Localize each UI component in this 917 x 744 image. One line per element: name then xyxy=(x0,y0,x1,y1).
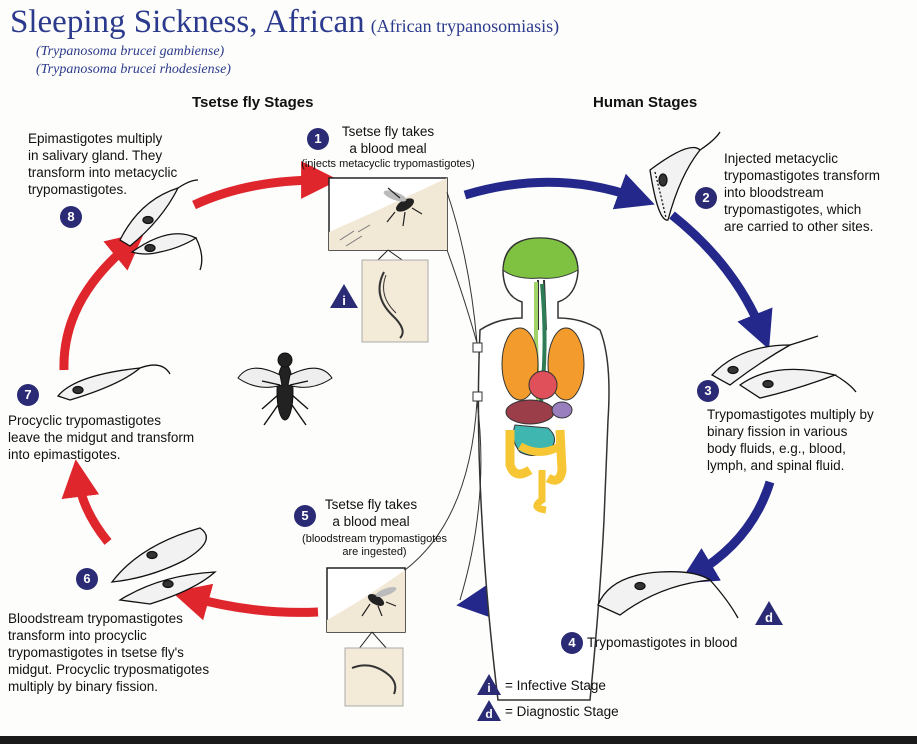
step-1-text: Tsetse fly takes a blood meal xyxy=(341,124,435,156)
arrow-2-to-3 xyxy=(669,211,773,350)
species-gambiense: (Trypanosoma brucei gambiense) xyxy=(36,44,225,59)
step-5-badge: 5 xyxy=(294,505,316,527)
legend-infective-label: = Infective Stage xyxy=(505,678,606,693)
infective-marker-letter: i xyxy=(342,293,346,308)
arrow-7-to-8 xyxy=(59,231,145,371)
legend-diagnostic-letter: d xyxy=(485,707,492,721)
legend-diagnostic-icon: d xyxy=(477,700,501,721)
step-5-feeding-illustration xyxy=(326,567,406,633)
arrow-3-to-4 xyxy=(678,480,775,584)
step-1-feeding-illustration xyxy=(328,177,448,251)
legend-infective-letter: i xyxy=(487,681,490,695)
tsetse-fly-illustration xyxy=(237,352,333,426)
legend-diagnostic-label: = Diagnostic Stage xyxy=(505,704,619,719)
human-body-illustration xyxy=(404,191,610,701)
human-stages-heading: Human Stages xyxy=(593,94,698,111)
step-5-note: (bloodstream trypomastigotes are ingeste… xyxy=(302,533,447,558)
infective-stage-marker: i xyxy=(330,284,358,308)
title-subtitle: (African trypanosomiasis) xyxy=(370,16,560,36)
step-6-text: Bloodstream trypomastigotes transform in… xyxy=(8,611,210,694)
step-5-inset-parasite xyxy=(344,631,404,707)
step-4-text: Trypomastigotes in blood xyxy=(587,635,738,650)
step-7-badge: 7 xyxy=(17,384,39,406)
step-7-text: Procyclic trypomastigotes leave the midg… xyxy=(8,413,195,462)
legend-infective-icon: i xyxy=(477,674,501,695)
parasite-stage-3 xyxy=(710,335,857,399)
step-5-text: Tsetse fly takes a blood meal xyxy=(324,497,418,529)
step-1-badge: 1 xyxy=(307,128,329,150)
parasite-stage-8 xyxy=(119,179,203,271)
parasite-stage-6 xyxy=(110,527,217,605)
step-1-inset-parasite xyxy=(361,249,429,343)
step-6-badge: 6 xyxy=(76,568,98,590)
step-2-text: Injected metacyclic trypomastigotes tran… xyxy=(724,151,881,234)
title-main: Sleeping Sickness, African xyxy=(10,4,365,40)
step-8-badge: 8 xyxy=(60,206,82,228)
page-title: Sleeping Sickness, African(African trypa… xyxy=(10,4,559,41)
diagnostic-stage-marker: d xyxy=(755,601,783,625)
step-3-badge: 3 xyxy=(697,380,719,402)
arrow-1-to-2 xyxy=(463,173,655,210)
parasite-stage-4 xyxy=(597,571,739,619)
step-8-text: Epimastigotes multiply in salivary gland… xyxy=(28,131,178,197)
diagnostic-marker-letter: d xyxy=(765,610,773,625)
species-rhodesiense: (Trypanosoma brucei rhodesiense) xyxy=(36,62,231,77)
step-2-badge: 2 xyxy=(695,187,717,209)
bottom-border xyxy=(0,736,917,744)
arrow-5-to-6 xyxy=(171,583,319,621)
parasite-stage-7 xyxy=(56,364,171,401)
arrow-6-to-7 xyxy=(61,459,112,545)
step-3-text: Trypomastigotes multiply by binary fissi… xyxy=(707,407,874,473)
step-1-note: (injects metacyclic trypomastigotes) xyxy=(301,158,475,170)
parasite-stage-2 xyxy=(649,131,721,221)
tsetse-stages-heading: Tsetse fly Stages xyxy=(192,94,314,111)
arrow-8-to-1 xyxy=(192,161,339,210)
step-4-badge: 4 xyxy=(561,632,583,654)
